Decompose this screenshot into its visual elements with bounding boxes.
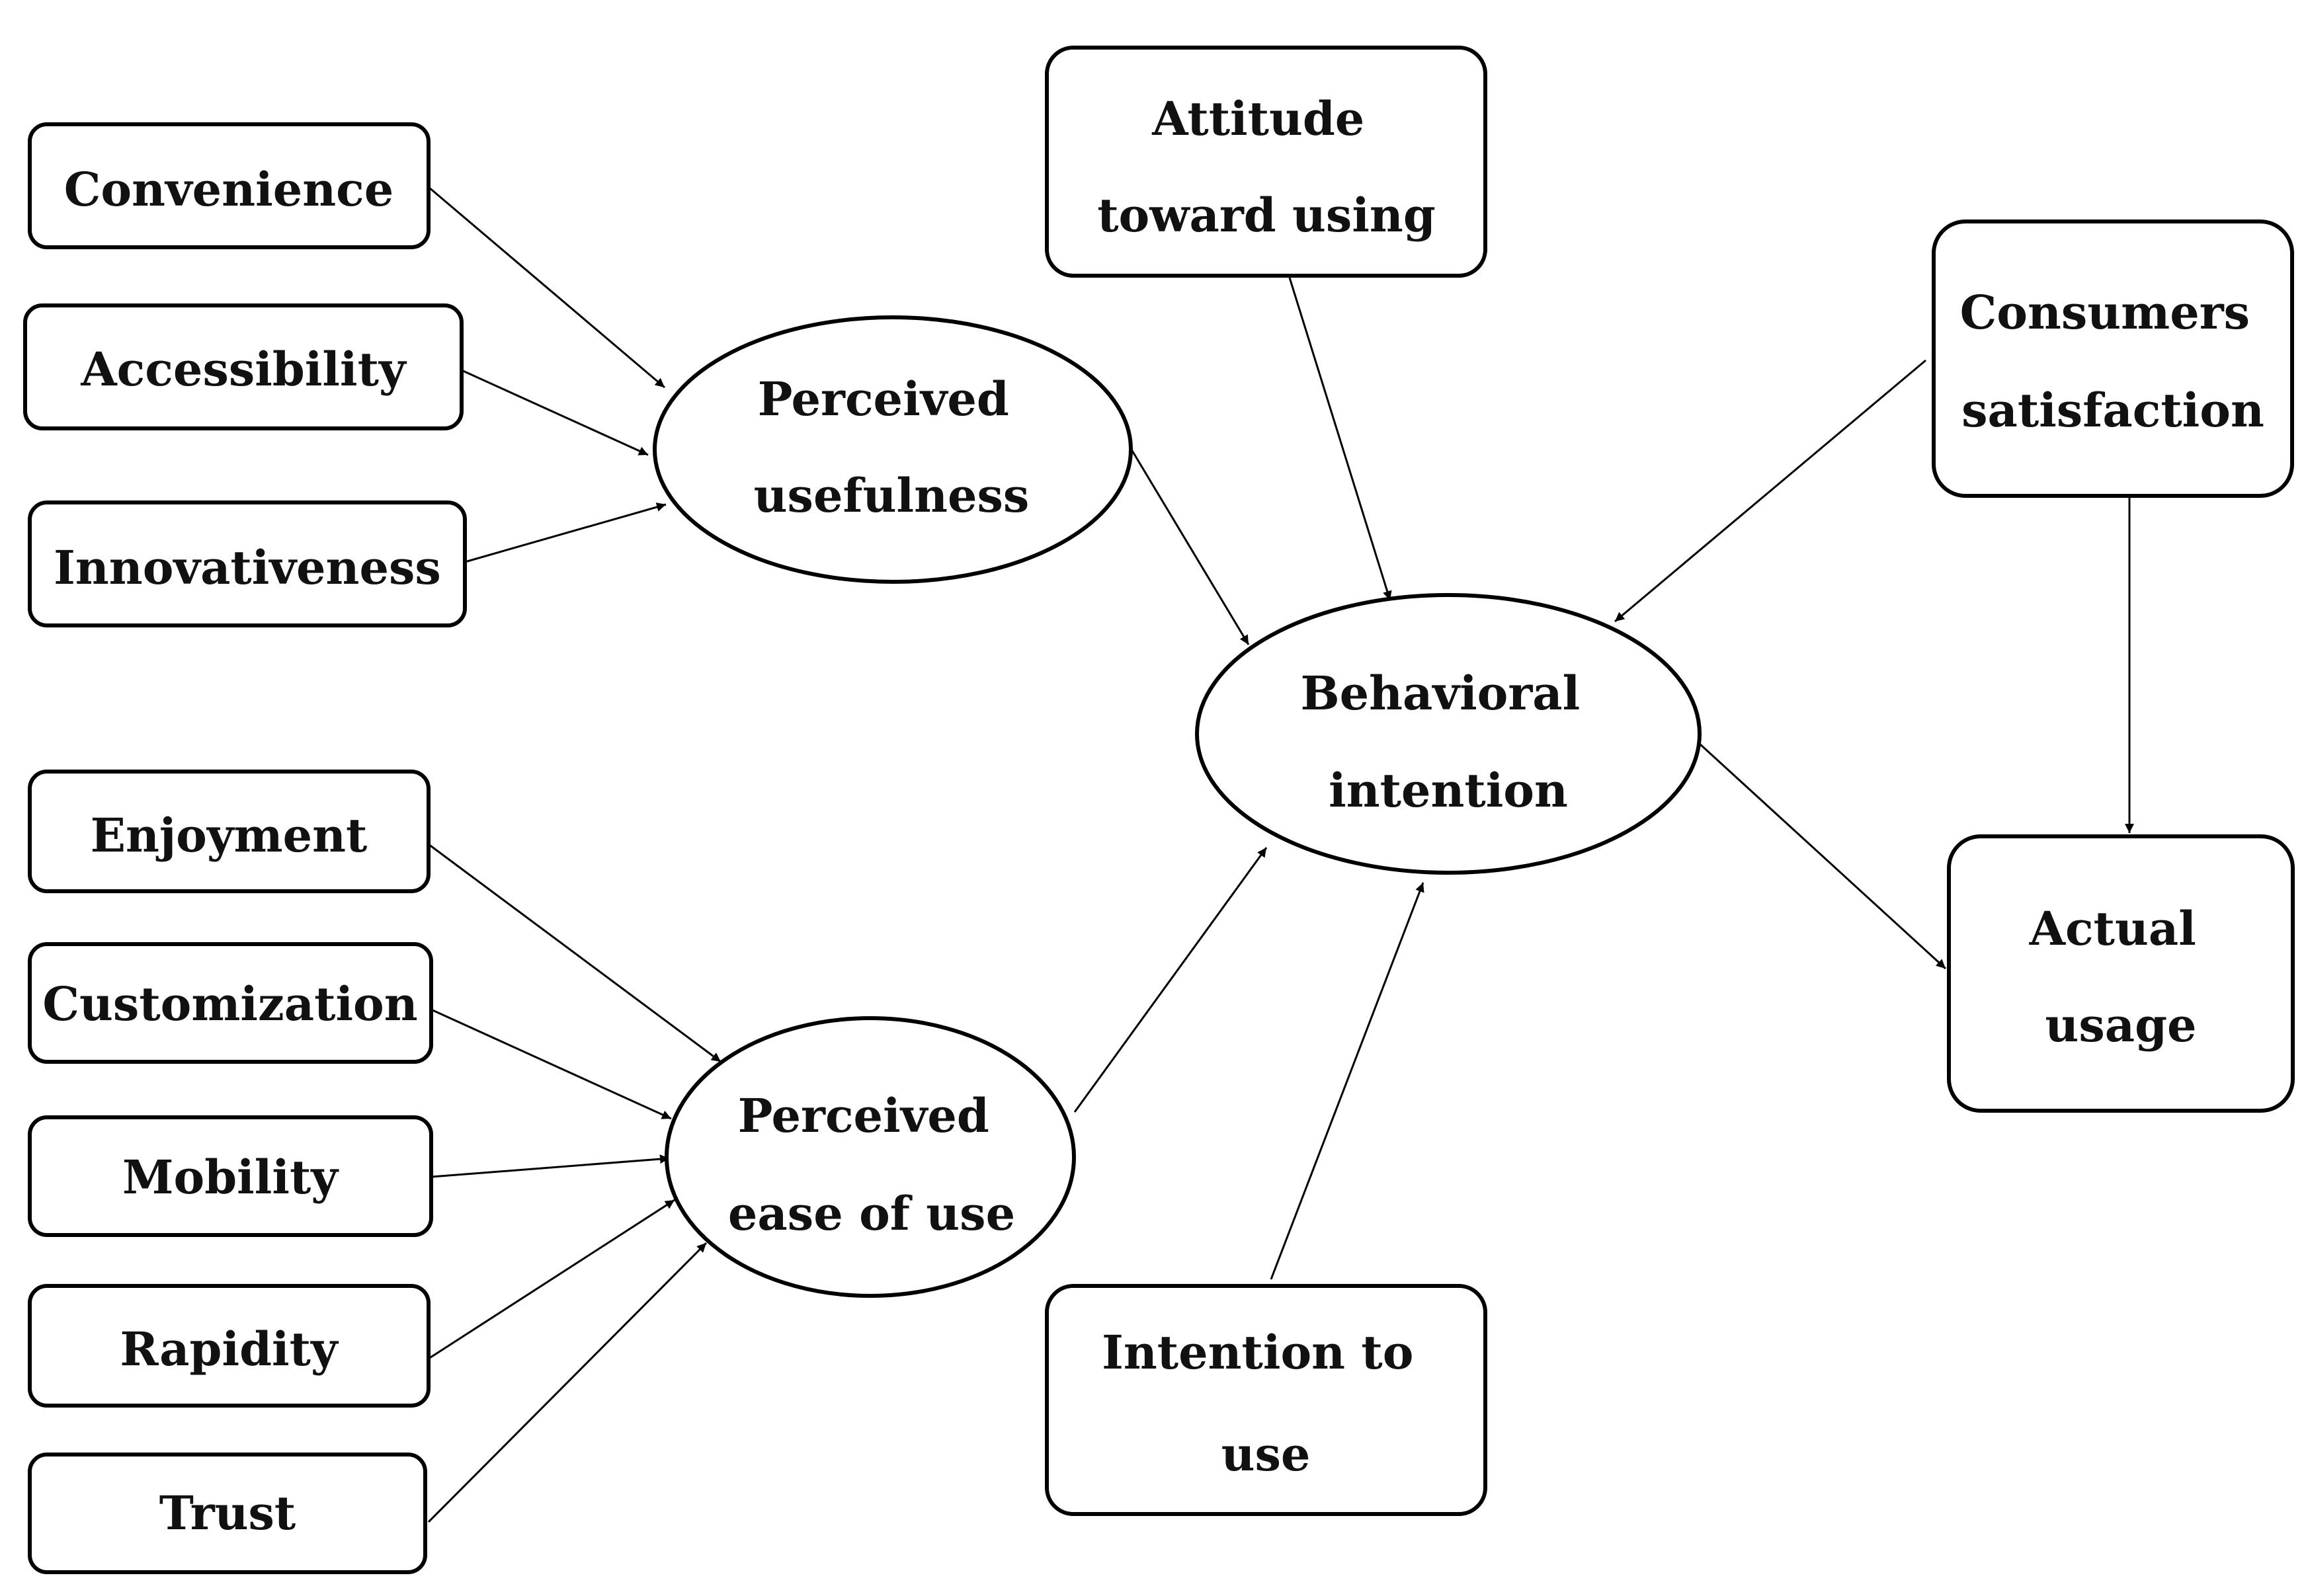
arrow-trust-to-perceived-ease-of-use	[427, 1242, 708, 1523]
arrow-perceived-ease-of-use-to-behavioral-intention	[1073, 847, 1268, 1113]
node-label: Innovativeness	[54, 540, 441, 595]
node-perceived-usefulness: Perceived usefulness	[653, 315, 1133, 584]
arrow-enjoyment-to-perceived-ease-of-use	[428, 843, 721, 1063]
node-label: Convenience	[64, 162, 394, 217]
node-label: Actual usage	[2029, 901, 2212, 1053]
node-perceived-ease-of-use: Perceived ease of use	[665, 1016, 1076, 1298]
node-label: Behavioral intention	[1300, 666, 1596, 818]
node-label: Mobility	[122, 1150, 339, 1205]
node-trust: Trust	[28, 1453, 427, 1574]
arrow-innovativeness-to-perceived-usefulness	[464, 502, 667, 563]
arrow-intention-to-use-to-behavioral-intention	[1270, 882, 1424, 1280]
arrow-rapidity-to-perceived-ease-of-use	[428, 1199, 675, 1360]
edge-layer	[427, 186, 2134, 1523]
node-label: Trust	[159, 1486, 296, 1540]
node-label: Customization	[42, 977, 417, 1031]
node-rapidity: Rapidity	[28, 1284, 431, 1408]
node-label: Perceived usefulness	[754, 372, 1030, 523]
arrow-attitude-to-behavioral-intention	[1288, 277, 1392, 601]
node-label: Rapidity	[120, 1322, 339, 1377]
arrow-perceived-usefulness-to-behavioral-intention	[1126, 442, 1250, 645]
node-mobility: Mobility	[28, 1115, 433, 1237]
arrow-customization-to-perceived-ease-of-use	[431, 1008, 672, 1120]
node-customization: Customization	[28, 942, 433, 1064]
node-enjoyment: Enjoyment	[28, 770, 431, 893]
node-consumers-satisfaction: Consumers satisfaction	[1932, 219, 2294, 498]
arrow-consumers-satisfaction-to-behavioral-intention	[1614, 359, 1926, 623]
node-actual-usage: Actual usage	[1947, 834, 2295, 1113]
node-label: Perceived ease of use	[728, 1088, 1015, 1241]
arrow-convenience-to-perceived-usefulness	[428, 186, 665, 389]
node-accessibility: Accessibility	[23, 303, 464, 430]
node-convenience: Convenience	[28, 122, 431, 249]
node-intention-to-use: Intention to use	[1045, 1284, 1487, 1516]
node-label: Enjoyment	[91, 808, 368, 863]
node-attitude-toward-using: Attitude toward using	[1045, 46, 1487, 278]
node-behavioral-intention: Behavioral intention	[1195, 593, 1702, 875]
arrow-accessibility-to-perceived-usefulness	[461, 369, 649, 456]
node-label: Attitude toward using	[1097, 91, 1436, 243]
arrow-mobility-to-perceived-ease-of-use	[431, 1154, 670, 1178]
node-label: Consumers satisfaction	[1960, 285, 2266, 438]
arrow-behavioral-intention-to-actual-usage	[1698, 742, 1947, 970]
node-innovativeness: Innovativeness	[28, 500, 467, 627]
node-label: Accessibility	[80, 342, 407, 397]
node-label: Intention to use	[1102, 1325, 1430, 1482]
